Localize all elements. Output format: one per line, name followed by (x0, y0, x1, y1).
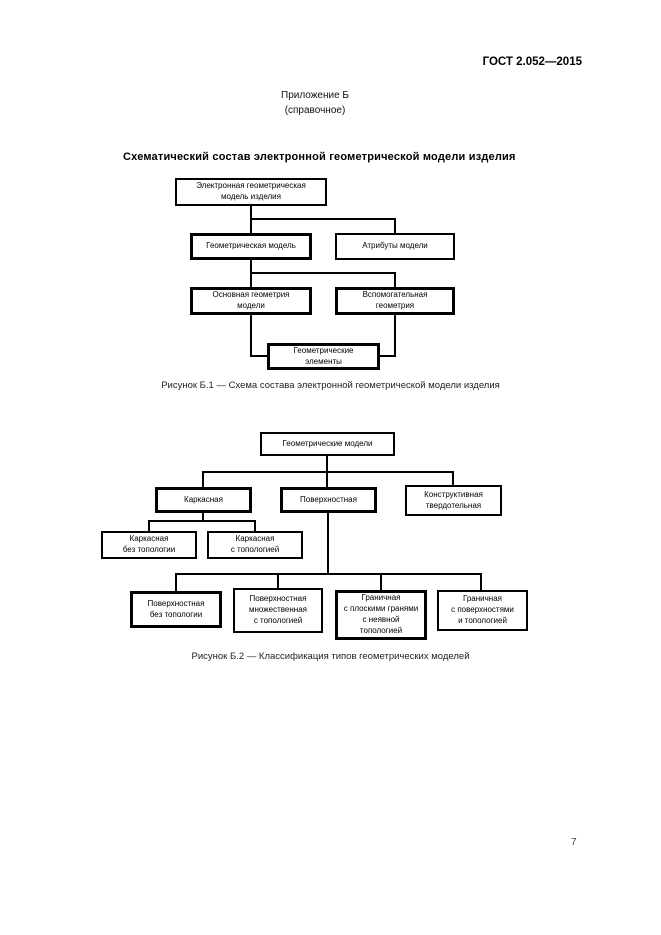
standard-reference: ГОСТ 2.052—2015 (482, 56, 582, 68)
connector (378, 355, 396, 357)
figure-b1-caption: Рисунок Б.1 — Схема состава электронной … (161, 380, 500, 391)
connector (148, 520, 256, 522)
connector (175, 573, 177, 591)
connector (480, 573, 482, 590)
annex-title: Приложение Б (281, 90, 349, 101)
section-title: Схематический состав электронной геометр… (123, 151, 516, 163)
node-model-attributes: Атрибуты модели (335, 233, 455, 260)
node-constructive-solid: Конструктивная твердотельная (405, 485, 502, 516)
node-auxiliary-geometry: Вспомогательная геометрия (335, 287, 455, 315)
connector (250, 218, 396, 220)
node-geometric-models: Геометрические модели (260, 432, 395, 456)
node-boundary-flat-faces-implicit-topology: Граничная с плоскими гранями с неявной т… (335, 590, 427, 640)
connector (277, 573, 279, 588)
node-surface-without-topology: Поверхностная без топологии (130, 591, 222, 628)
node-main-geometry: Основная геометрия модели (190, 287, 312, 315)
node-surface-multiple-with-topology: Поверхностная множественная с топологией (233, 588, 323, 633)
connector (327, 513, 329, 575)
connector (394, 218, 396, 233)
connector (452, 471, 454, 485)
node-wireframe-with-topology: Каркасная с топологией (207, 531, 303, 559)
connector (148, 520, 150, 531)
node-wireframe: Каркасная (155, 487, 252, 513)
connector (202, 471, 204, 487)
connector (202, 471, 454, 473)
page-number: 7 (571, 837, 577, 848)
node-boundary-surfaces-and-topology: Граничная с поверхностями и топологией (437, 590, 528, 631)
annex-heading: Приложение Б (справочное) (215, 88, 415, 118)
connector (254, 520, 256, 531)
connector (202, 513, 204, 522)
connector (250, 315, 252, 357)
annex-kind: (справочное) (284, 105, 346, 116)
node-electronic-geometric-model: Электронная геометрическая модель издели… (175, 178, 327, 206)
connector (380, 573, 382, 590)
connector (250, 355, 270, 357)
node-geometric-elements: Геометрические элементы (267, 343, 380, 370)
node-surface: Поверхностная (280, 487, 377, 513)
connector (326, 456, 328, 473)
connector (394, 315, 396, 357)
connector (394, 272, 396, 287)
connector (326, 471, 328, 487)
node-geometric-model: Геометрическая модель (190, 233, 312, 260)
node-wireframe-without-topology: Каркасная без топологии (101, 531, 197, 559)
connector (175, 573, 482, 575)
figure-b2-caption: Рисунок Б.2 — Классификация типов геомет… (191, 651, 470, 662)
connector (250, 272, 396, 274)
